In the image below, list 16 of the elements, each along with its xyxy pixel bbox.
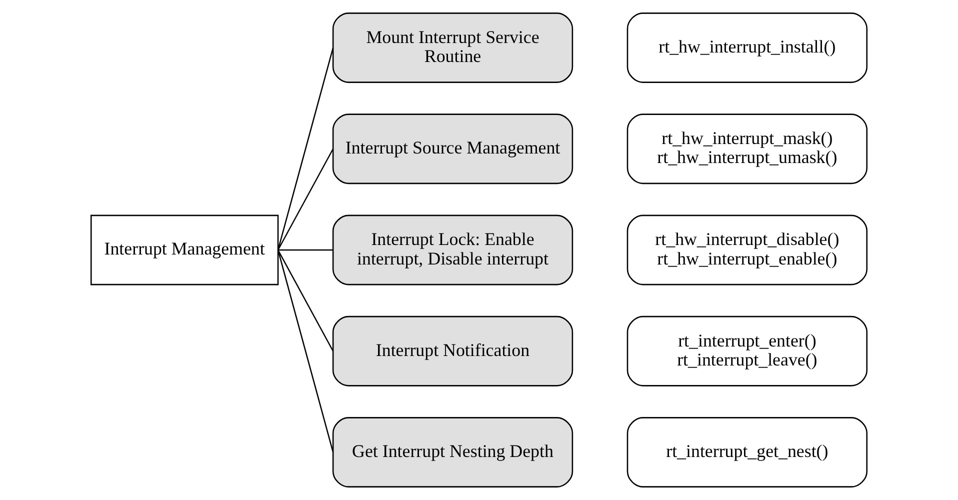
node-box: Interrupt Lock: Enable interrupt, Disable interrupt — [332, 214, 574, 286]
connector — [277, 48, 334, 250]
connector — [278, 249, 334, 251]
node-box: Interrupt Source Management — [332, 114, 574, 184]
connector — [277, 250, 334, 452]
node-box: Mount Interrupt Service Routine — [332, 12, 574, 83]
node-box: rt_interrupt_enter() rt_interrupt_leave() — [626, 316, 868, 386]
connector — [277, 250, 334, 352]
node-box: rt_hw_interrupt_install() — [626, 12, 868, 83]
node-box: rt_interrupt_get_nest() — [626, 417, 868, 488]
connector — [277, 148, 334, 250]
node-box: Interrupt Notification — [332, 316, 574, 386]
node-box: Interrupt Management — [90, 214, 279, 286]
node-box: Get Interrupt Nesting Depth — [332, 417, 574, 488]
node-box: rt_hw_interrupt_mask() rt_hw_interrupt_umask() — [626, 114, 868, 184]
node-box: rt_hw_interrupt_disable() rt_hw_interrupt_enable() — [626, 214, 868, 286]
